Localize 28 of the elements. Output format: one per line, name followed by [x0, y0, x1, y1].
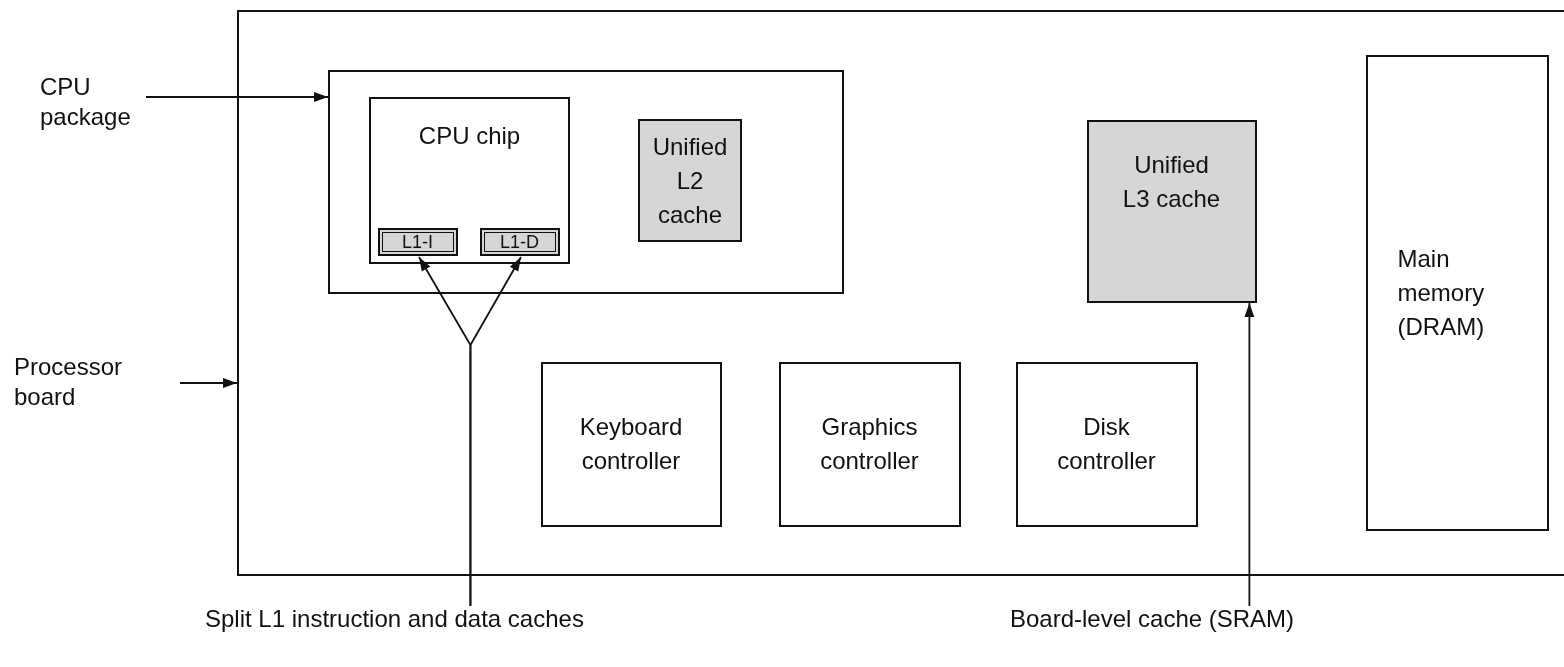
controller-box [1015, 361, 1198, 527]
arrow [145, 92, 329, 102]
arrow [469, 256, 522, 607]
arrow [179, 378, 238, 388]
cache-box [638, 119, 742, 242]
callout-label: Split L1 instruction and data caches [205, 604, 765, 634]
board-outline [237, 10, 1564, 576]
arrow [1244, 302, 1255, 607]
cache-box [1086, 119, 1257, 303]
box-label: Unified L3 cache [1121, 149, 1222, 214]
cache-box [377, 227, 458, 256]
box-label: Keyboard controller [578, 412, 684, 476]
box-label: Graphics controller [819, 412, 920, 476]
cache-box [479, 227, 560, 256]
callout-label: Processor board [14, 352, 184, 412]
controller-box [540, 361, 722, 527]
callout-label: Board-level cache (SRAM) [1010, 604, 1390, 634]
box-label: Main memory (DRAM) [1397, 243, 1486, 342]
controller-box [778, 361, 961, 527]
box-label: L1-I [402, 231, 433, 252]
box-label: Unified L2 cache [651, 131, 729, 230]
package-outline [327, 69, 844, 294]
box-label: CPU chip [418, 121, 521, 151]
box-label: L1-D [500, 231, 539, 252]
chip-box [369, 97, 570, 264]
box-label: Disk controller [1056, 412, 1157, 476]
callout-label: CPU package [40, 72, 150, 132]
memory-box [1365, 54, 1549, 531]
